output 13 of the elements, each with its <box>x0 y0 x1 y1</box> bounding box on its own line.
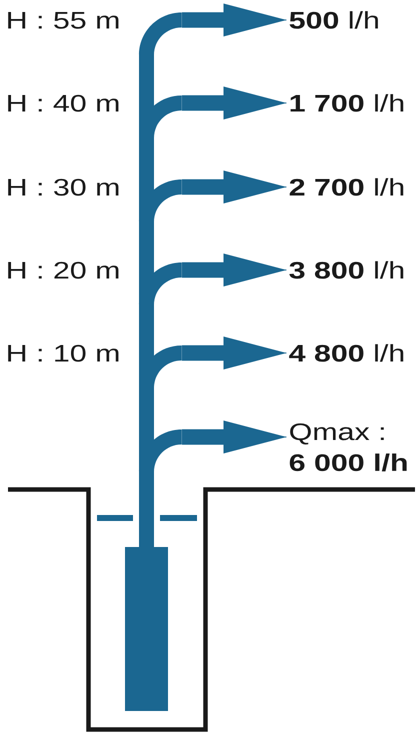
arrow <box>182 4 287 36</box>
arrow <box>182 170 287 204</box>
flow-label: Qmax : 6 000 l/h <box>290 423 407 472</box>
flow-label: 3 800 l/h <box>289 261 404 279</box>
flow-label: 1 700 l/h <box>290 94 404 112</box>
flow-label: 500 l/h <box>290 11 378 29</box>
arrow <box>182 420 287 454</box>
pump <box>125 547 168 711</box>
arrow <box>182 86 287 120</box>
arrow <box>182 336 287 370</box>
flow-label: 2 700 l/h <box>290 178 404 196</box>
flow-label: 4 800 l/h <box>289 344 404 362</box>
arrow <box>182 254 287 286</box>
